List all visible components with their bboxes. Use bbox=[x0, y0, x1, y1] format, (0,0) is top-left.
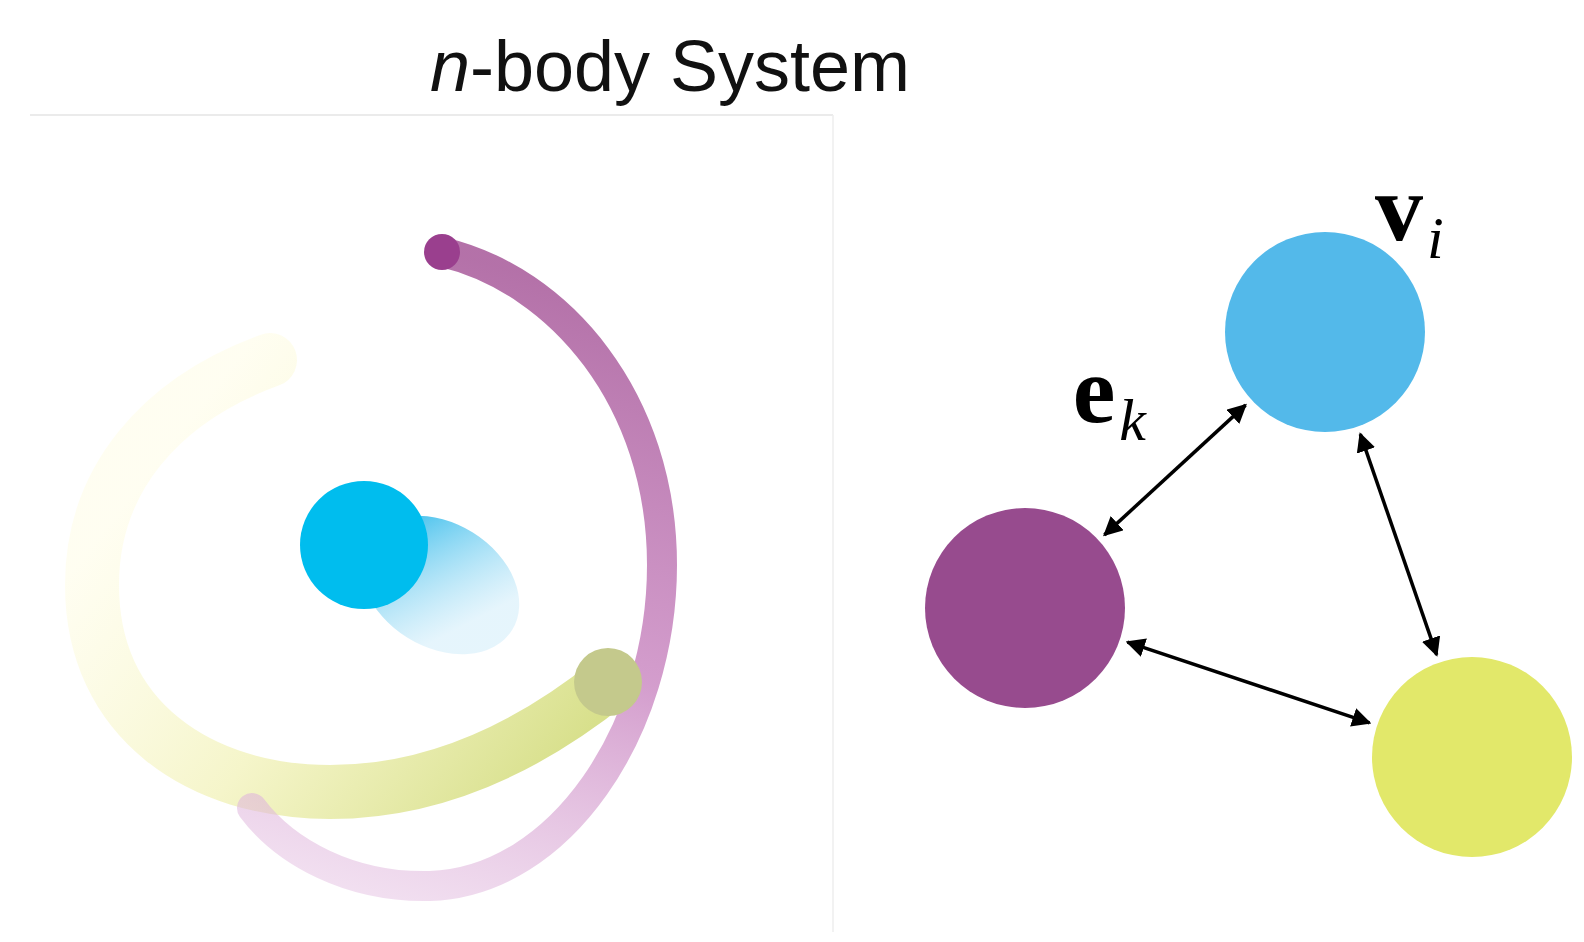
edge-label: ek bbox=[1069, 340, 1150, 440]
node-label: vi bbox=[1375, 160, 1444, 256]
yellow-body bbox=[574, 648, 642, 716]
body-node bbox=[1372, 657, 1572, 857]
purple-body bbox=[424, 234, 460, 270]
body-node bbox=[925, 508, 1125, 708]
blue-body bbox=[300, 481, 428, 609]
title: n-body System bbox=[430, 30, 910, 102]
interaction-arrow bbox=[1127, 642, 1369, 723]
panel-rule bbox=[832, 115, 834, 932]
interaction-arrow bbox=[1360, 434, 1436, 655]
yellow-trajectory bbox=[92, 360, 610, 792]
panel-rule bbox=[30, 114, 833, 116]
purple-trajectory bbox=[252, 252, 662, 886]
body-node: vi bbox=[1225, 232, 1425, 432]
